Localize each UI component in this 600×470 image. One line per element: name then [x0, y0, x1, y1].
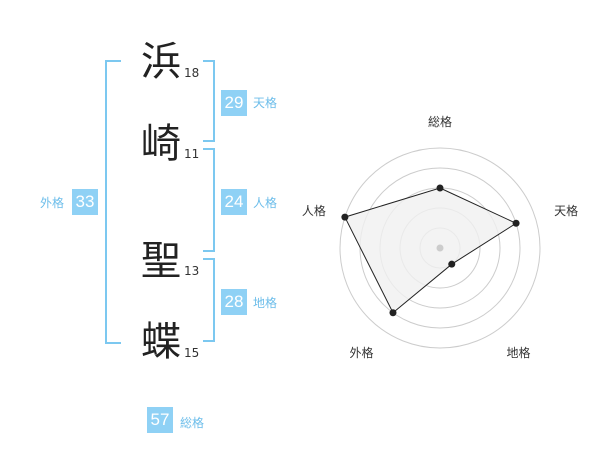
chikaku-label: 地格: [253, 296, 278, 310]
jinkaku-bracket: [203, 148, 215, 252]
axis-label-chikaku: 地格: [507, 345, 531, 360]
axis-label-jinkaku: 人格: [302, 203, 326, 218]
radar-point: [436, 184, 444, 192]
soukaku-score: 57: [147, 407, 173, 433]
soukaku-label: 総格: [180, 416, 205, 430]
tenkaku-label: 天格: [253, 96, 278, 110]
radar-points: [341, 184, 520, 317]
radar-point: [512, 219, 520, 227]
kanji-2-strokes: 11: [184, 147, 200, 161]
tenkaku-score: 29: [221, 90, 247, 116]
kanji-1: 浜: [141, 39, 181, 85]
gaikaku-bracket: [105, 60, 121, 344]
jinkaku-label: 人格: [253, 196, 278, 210]
radar-axis-labels: 総格 天格 地格 外格 人格: [302, 114, 578, 360]
kanji-1-strokes: 18: [184, 66, 200, 80]
chikaku-score: 28: [221, 289, 247, 315]
chikaku-bracket: [203, 258, 215, 342]
axis-label-soukaku: 総格: [428, 114, 452, 129]
radar-point: [448, 260, 456, 268]
radar-grid-ring: [339, 147, 541, 349]
tenkaku-bracket: [203, 60, 215, 142]
kanji-3-strokes: 13: [184, 264, 200, 278]
kanji-3: 聖: [141, 238, 181, 284]
radar-center-dot: [436, 244, 444, 252]
gaikaku-score: 33: [72, 189, 98, 215]
jinkaku-score: 24: [221, 189, 247, 215]
fortune-radar-chart: 総格 天格 地格 外格 人格: [302, 114, 578, 360]
radar-point: [389, 309, 397, 317]
radar-point: [341, 213, 349, 221]
gaikaku-label: 外格: [40, 196, 65, 210]
radar-area: [344, 187, 518, 314]
axis-label-tenkaku: 天格: [554, 203, 578, 218]
kanji-4: 蝶: [141, 319, 181, 365]
axis-label-gaikaku: 外格: [349, 345, 373, 360]
kanji-4-strokes: 15: [184, 346, 200, 360]
kanji-2: 崎: [141, 121, 181, 167]
